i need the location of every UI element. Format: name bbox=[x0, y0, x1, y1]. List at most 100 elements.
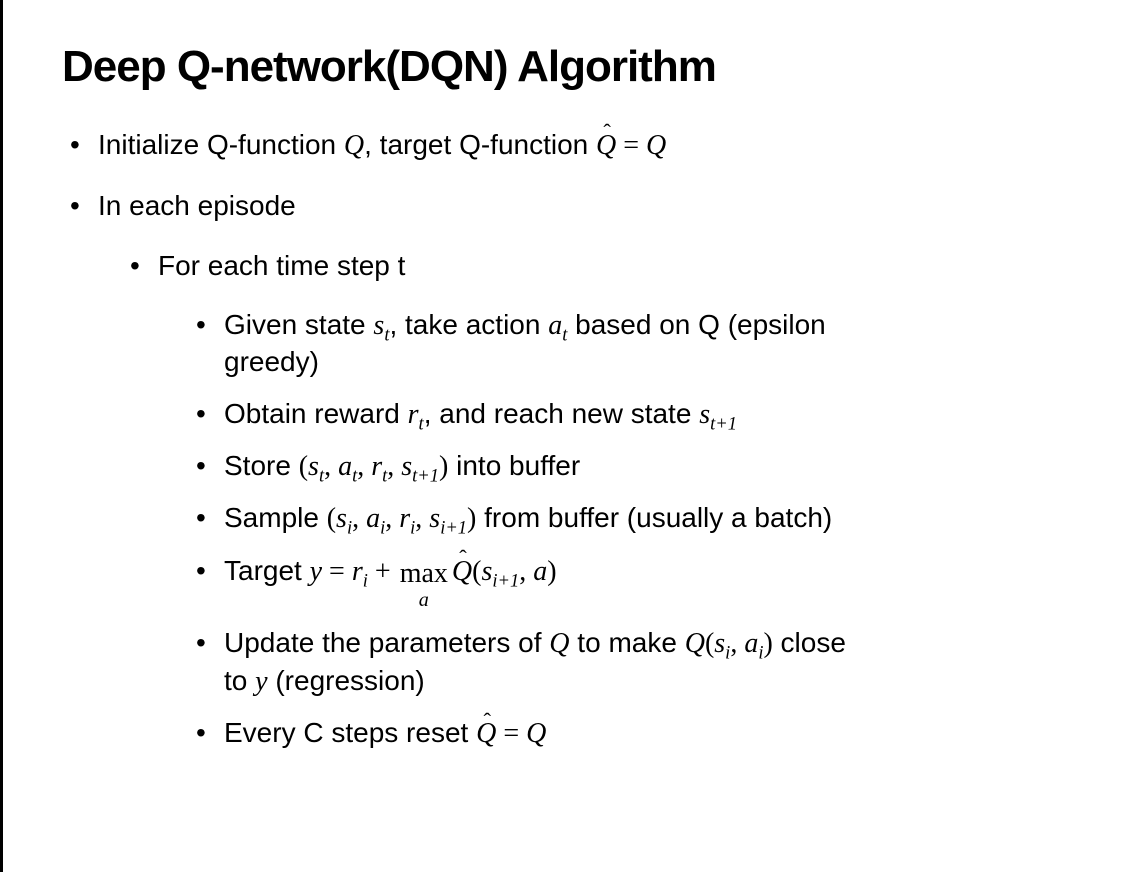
bullet-text-run: , and reach new state bbox=[423, 397, 700, 429]
hat-accent: ˆ bbox=[483, 707, 491, 733]
bullet-text-run: Given state bbox=[224, 308, 374, 340]
bullet-text: Obtain reward rt, and reach new state st… bbox=[224, 396, 737, 433]
bullet-item: •Given state st, take action at based on… bbox=[196, 307, 1124, 381]
bullet-marker: • bbox=[70, 189, 80, 221]
bullet-marker: • bbox=[130, 250, 140, 282]
bullet-text-run: , target Q-function bbox=[364, 128, 597, 160]
bullet-text: Store (st, at, rt, st+1) into buffer bbox=[224, 448, 580, 485]
math-subscript: i+1 bbox=[440, 517, 468, 538]
bullet-text-run: based on Q (epsilon bbox=[567, 308, 826, 340]
bullet-text-run: Sample bbox=[224, 502, 327, 534]
math-variable: Q bbox=[684, 628, 705, 660]
bullet-text-run: Every C steps reset bbox=[224, 717, 477, 749]
math-subscript: i bbox=[346, 517, 353, 538]
math-subscript: t bbox=[318, 465, 325, 486]
bullet-item: • In each episode bbox=[70, 188, 1124, 224]
math-variable: r bbox=[399, 503, 411, 535]
bullet-text-run: Initialize Q-function bbox=[98, 128, 344, 160]
math-variable: r bbox=[407, 398, 419, 430]
math-symbol: ) bbox=[439, 450, 449, 482]
math-symbol: ) bbox=[547, 555, 557, 587]
math-variable: r bbox=[351, 555, 363, 587]
bullet-text-run: (regression) bbox=[267, 664, 425, 696]
bullet-text-run: Target bbox=[224, 554, 310, 586]
bullet-text-run: For each time step t bbox=[158, 250, 406, 282]
math-variable: a bbox=[366, 503, 381, 535]
math-symbol: ( bbox=[326, 503, 337, 535]
bullet-item: • Update the parameters of Q to make Q(si… bbox=[196, 625, 1124, 700]
math-variable: Q bbox=[646, 129, 667, 161]
bullet-text-run: to make bbox=[569, 627, 685, 659]
math-variable: Q bbox=[526, 718, 547, 750]
bullet-item: •Initialize Q-function Q, target Q-funct… bbox=[70, 119, 1124, 164]
bullet-text-run: close bbox=[772, 627, 846, 659]
math-symbol: , bbox=[324, 450, 339, 482]
hat-accent: ˆ bbox=[459, 544, 467, 570]
bullet-marker: • bbox=[70, 128, 80, 160]
math-symbol: , bbox=[387, 450, 402, 482]
bullet-marker: • bbox=[196, 449, 206, 481]
math-variable: y bbox=[255, 665, 268, 697]
math-variable: Q bbox=[476, 718, 497, 750]
math-variable: Q bbox=[549, 628, 570, 660]
math-variable: s bbox=[401, 450, 413, 482]
bullet-item: • Store (st, at, rt, st+1) into buffer bbox=[196, 448, 1124, 485]
bullet-marker: • bbox=[196, 717, 206, 749]
bullet-marker: • bbox=[196, 308, 206, 340]
math-subscript: i bbox=[725, 643, 731, 664]
math-subscript: i+1 bbox=[492, 570, 520, 591]
bullet-text: Update the parameters of Q to make Q(si,… bbox=[224, 625, 846, 700]
math-subscript: t bbox=[418, 413, 424, 434]
bullet-marker: • bbox=[196, 554, 206, 586]
bullet-item: • For each time step t bbox=[130, 248, 1124, 284]
math-symbol: ) bbox=[763, 628, 773, 660]
math-variable: a bbox=[338, 450, 353, 482]
math-subscript: t bbox=[352, 465, 358, 486]
math-subscript: i bbox=[362, 570, 368, 591]
slide-title: Deep Q-network(DQN) Algorithm bbox=[62, 42, 717, 91]
math-symbol: , bbox=[415, 503, 430, 535]
bullet-marker: • bbox=[196, 397, 206, 429]
math-variable: y bbox=[309, 555, 323, 587]
bullet-text-run: Store bbox=[224, 449, 299, 481]
bullet-marker: • bbox=[196, 627, 206, 659]
math-subscript: t bbox=[382, 465, 388, 486]
math-symbol: + bbox=[367, 555, 398, 587]
math-subscript: t+1 bbox=[412, 465, 440, 486]
bullet-list: •Initialize Q-function Q, target Q-funct… bbox=[0, 119, 1124, 753]
math-variable: a bbox=[548, 309, 563, 341]
max-operator-base: max bbox=[399, 558, 448, 590]
math-symbol: , bbox=[352, 503, 367, 535]
math-symbol: ) bbox=[467, 503, 477, 535]
math-symbol: , bbox=[519, 555, 534, 587]
bullet-text: In each episode bbox=[98, 188, 296, 224]
hat-accent: ˆ bbox=[603, 118, 611, 144]
bullet-text-run: , take action bbox=[389, 308, 549, 340]
bullet-item: • Obtain reward rt, and reach new state s… bbox=[196, 396, 1124, 433]
bullet-text: For each time step t bbox=[158, 248, 405, 284]
math-variable: s bbox=[308, 450, 319, 482]
math-subscript: t bbox=[562, 324, 568, 345]
math-variable: a bbox=[744, 628, 759, 660]
math-symbol: , bbox=[357, 450, 372, 482]
bullet-text-run: greedy) bbox=[224, 346, 319, 378]
math-subscript: t bbox=[384, 324, 390, 345]
math-symbol: , bbox=[385, 503, 400, 535]
math-variable: s bbox=[429, 503, 441, 535]
math-variable: s bbox=[714, 628, 726, 660]
bullet-text: Sample (si, ai, ri, si+1) from buffer (u… bbox=[224, 500, 832, 537]
math-symbol: = bbox=[496, 718, 527, 750]
math-variable: a bbox=[533, 555, 548, 587]
bullet-text-run: Obtain reward bbox=[224, 397, 408, 429]
math-variable: Q bbox=[451, 555, 473, 587]
math-variable: Q bbox=[596, 129, 617, 161]
